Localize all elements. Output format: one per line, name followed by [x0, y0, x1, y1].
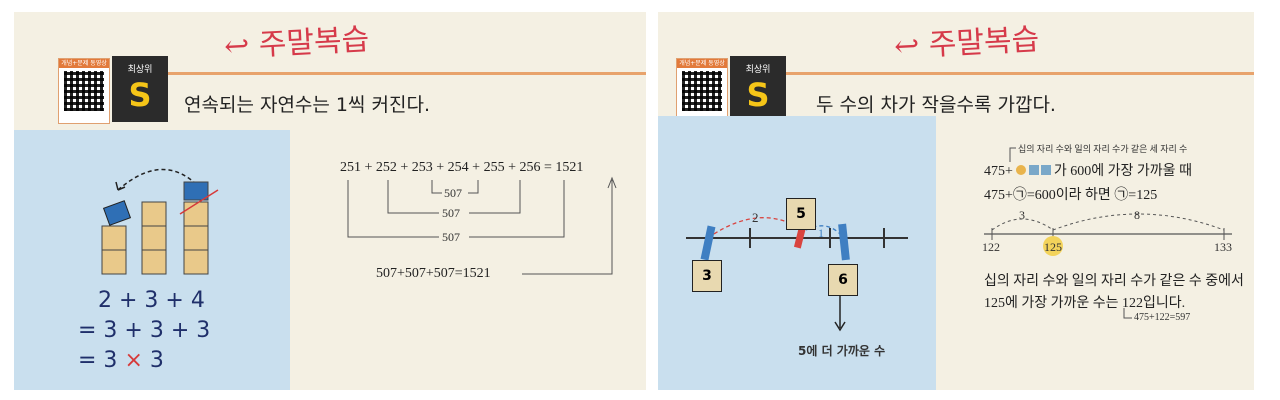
badge-s-icon: S — [746, 76, 770, 114]
hand-line-3-b: 3 — [149, 348, 164, 373]
badge-label: 최상위 — [745, 65, 771, 75]
circle-digit-icon — [1015, 165, 1026, 175]
distance-right: 1 — [818, 226, 824, 240]
qr-label: 개념+문제 동영상 — [677, 59, 727, 68]
line2: 475+㉠=600이라 하면 ㉠=125 — [984, 188, 1158, 203]
illustration-caption: 5에 더 가까운 수 — [798, 344, 886, 358]
orange-rule — [164, 72, 646, 75]
qr-code[interactable]: 개념+문제 동영상 — [58, 58, 110, 124]
orange-rule — [782, 72, 1254, 75]
square-digit-icon — [1028, 165, 1039, 175]
conclusion-line-2: 125에 가장 가까운 수는 122입니다. — [984, 296, 1186, 311]
gap-left: 3 — [1019, 208, 1025, 222]
square-digit-icon — [1040, 165, 1051, 175]
check-equation: 475+122=597 — [1134, 312, 1191, 323]
badge-label: 최상위 — [127, 65, 153, 75]
gap-right: 8 — [1134, 208, 1140, 222]
badge-s-icon: S — [128, 76, 152, 114]
hand-line-3: = 3 × 3 — [78, 348, 164, 373]
mini-number-line — [984, 213, 1232, 256]
hand-line-3-a: = 3 — [78, 348, 118, 373]
qr-code[interactable]: 개념+문제 동영상 — [676, 58, 728, 124]
level-badge: 최상위 S — [730, 56, 786, 122]
line1-prefix: 475+ — [984, 164, 1013, 179]
sum-equation: 251 + 252 + 253 + 254 + 255 + 256 = 1521 — [340, 160, 584, 175]
line1-suffix: 가 600에 가장 가까울 때 — [1053, 164, 1192, 179]
block-illustration — [101, 168, 219, 275]
section-title: 연속되는 자연수는 1씩 커진다. — [184, 94, 431, 116]
result-equation: 507+507+507=1521 — [376, 266, 491, 281]
conclusion-line-1: 십의 자리 수와 일의 자리 수가 같은 수 중에서 — [984, 274, 1244, 289]
hand-line-2: = 3 + 3 + 3 — [78, 318, 211, 343]
annotation-lines — [1009, 147, 1132, 319]
nl-label-125: 125 — [1044, 240, 1062, 254]
qr-pattern-icon — [64, 71, 104, 111]
tile-3: 3 — [692, 260, 722, 292]
tile-6: 6 — [828, 264, 858, 296]
section-title: 두 수의 차가 작을수록 가깝다. — [816, 94, 1056, 116]
nl-label-122: 122 — [982, 240, 1000, 254]
pairing-brackets — [347, 176, 617, 275]
illustration-box: 2 1 3 5 6 5에 더 가까운 수 — [658, 116, 936, 390]
pair-sum-outer: 507 — [442, 230, 460, 244]
left-page: ↩ 주말복습 개념+문제 동영상 최상위 S 연속되는 자연수는 1씩 커진다. — [14, 12, 646, 390]
right-page: ↩ 주말복습 개념+문제 동영상 최상위 S 두 수의 차가 작을수록 가깝다.… — [658, 12, 1254, 390]
nl-label-133: 133 — [1214, 240, 1232, 254]
pair-sum-middle: 507 — [442, 206, 460, 220]
level-badge: 최상위 S — [112, 56, 168, 122]
tile-5: 5 — [786, 198, 816, 230]
illustration-box: 2 + 3 + 4 = 3 + 3 + 3 = 3 × 3 — [14, 130, 290, 390]
note-top: 십의 자리 수와 일의 자리 수가 같은 세 자리 수 — [1018, 144, 1188, 154]
qr-pattern-icon — [682, 71, 722, 111]
pair-sum-inner: 507 — [444, 186, 462, 200]
hand-line-1: 2 + 3 + 4 — [98, 288, 205, 313]
distance-left: 2 — [752, 210, 759, 225]
qr-label: 개념+문제 동영상 — [59, 59, 109, 68]
line1: 475+ 가 600에 가장 가까울 때 — [984, 160, 1192, 180]
times-sign: × — [124, 348, 143, 373]
